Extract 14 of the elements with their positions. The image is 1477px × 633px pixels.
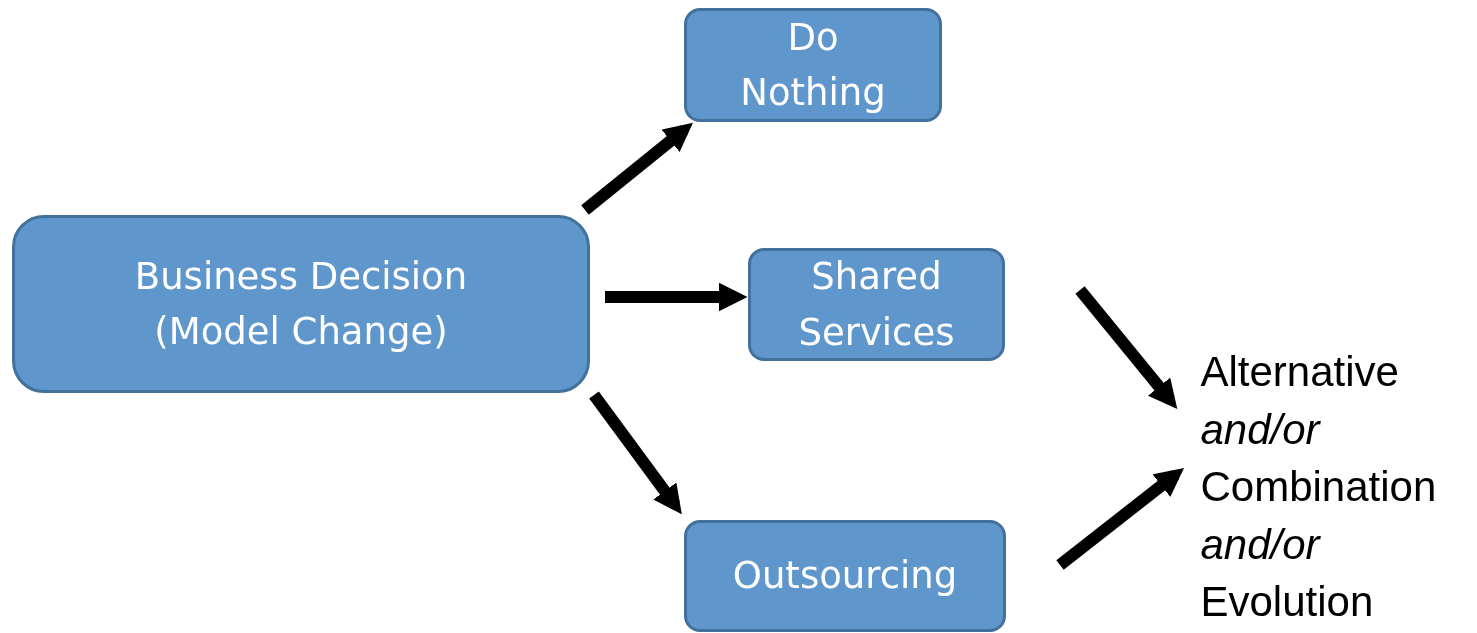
arrow — [605, 282, 748, 312]
arrow — [1075, 286, 1178, 409]
process-box — [684, 8, 942, 122]
box-label: Outsourcing — [732, 553, 958, 600]
arrow — [589, 391, 682, 515]
box-label: Business Decision (Model Change) — [133, 253, 469, 355]
arrow — [581, 122, 693, 215]
box-label: Shared Services — [797, 254, 956, 356]
box-label: Do Nothing — [739, 14, 887, 116]
outcome-text: Alternative and/or Combination and/or Evolution — [1200, 347, 1438, 628]
arrow — [1056, 467, 1185, 570]
process-box — [12, 215, 590, 393]
process-box — [684, 520, 1006, 632]
process-box — [748, 248, 1005, 361]
